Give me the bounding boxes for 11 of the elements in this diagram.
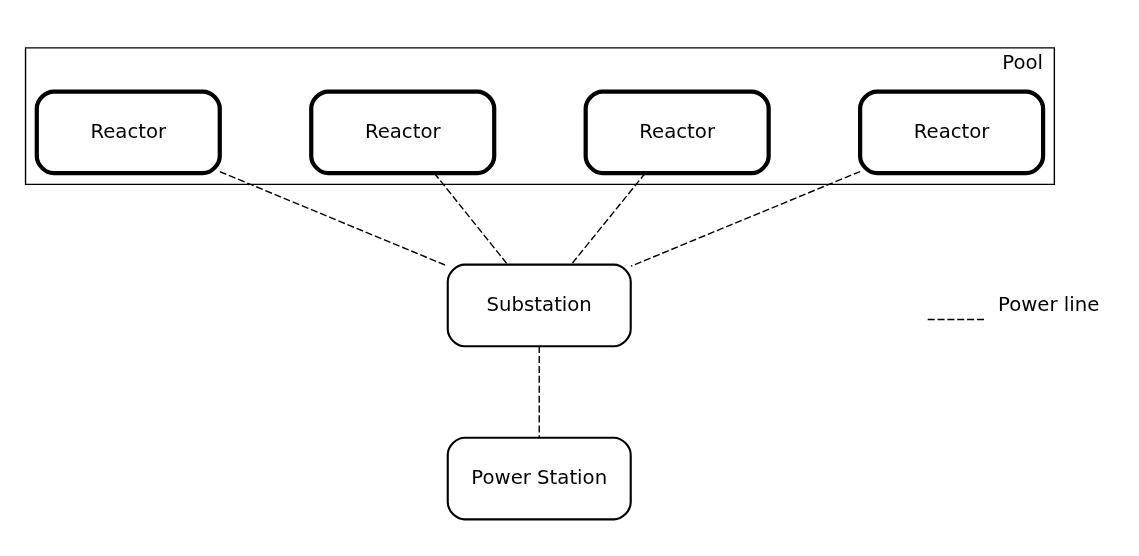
connector [433,172,508,265]
legend-label: Power line [998,293,1100,317]
node-box: Substation [446,263,632,348]
connector [570,172,646,265]
node-box: Power Station [446,436,632,521]
node-box: Reactor [858,89,1046,176]
connector [630,170,861,267]
connector [538,345,540,438]
node-box: Reactor [309,89,497,176]
node-box: Reactor [34,89,222,176]
node-box: Reactor [583,89,771,176]
